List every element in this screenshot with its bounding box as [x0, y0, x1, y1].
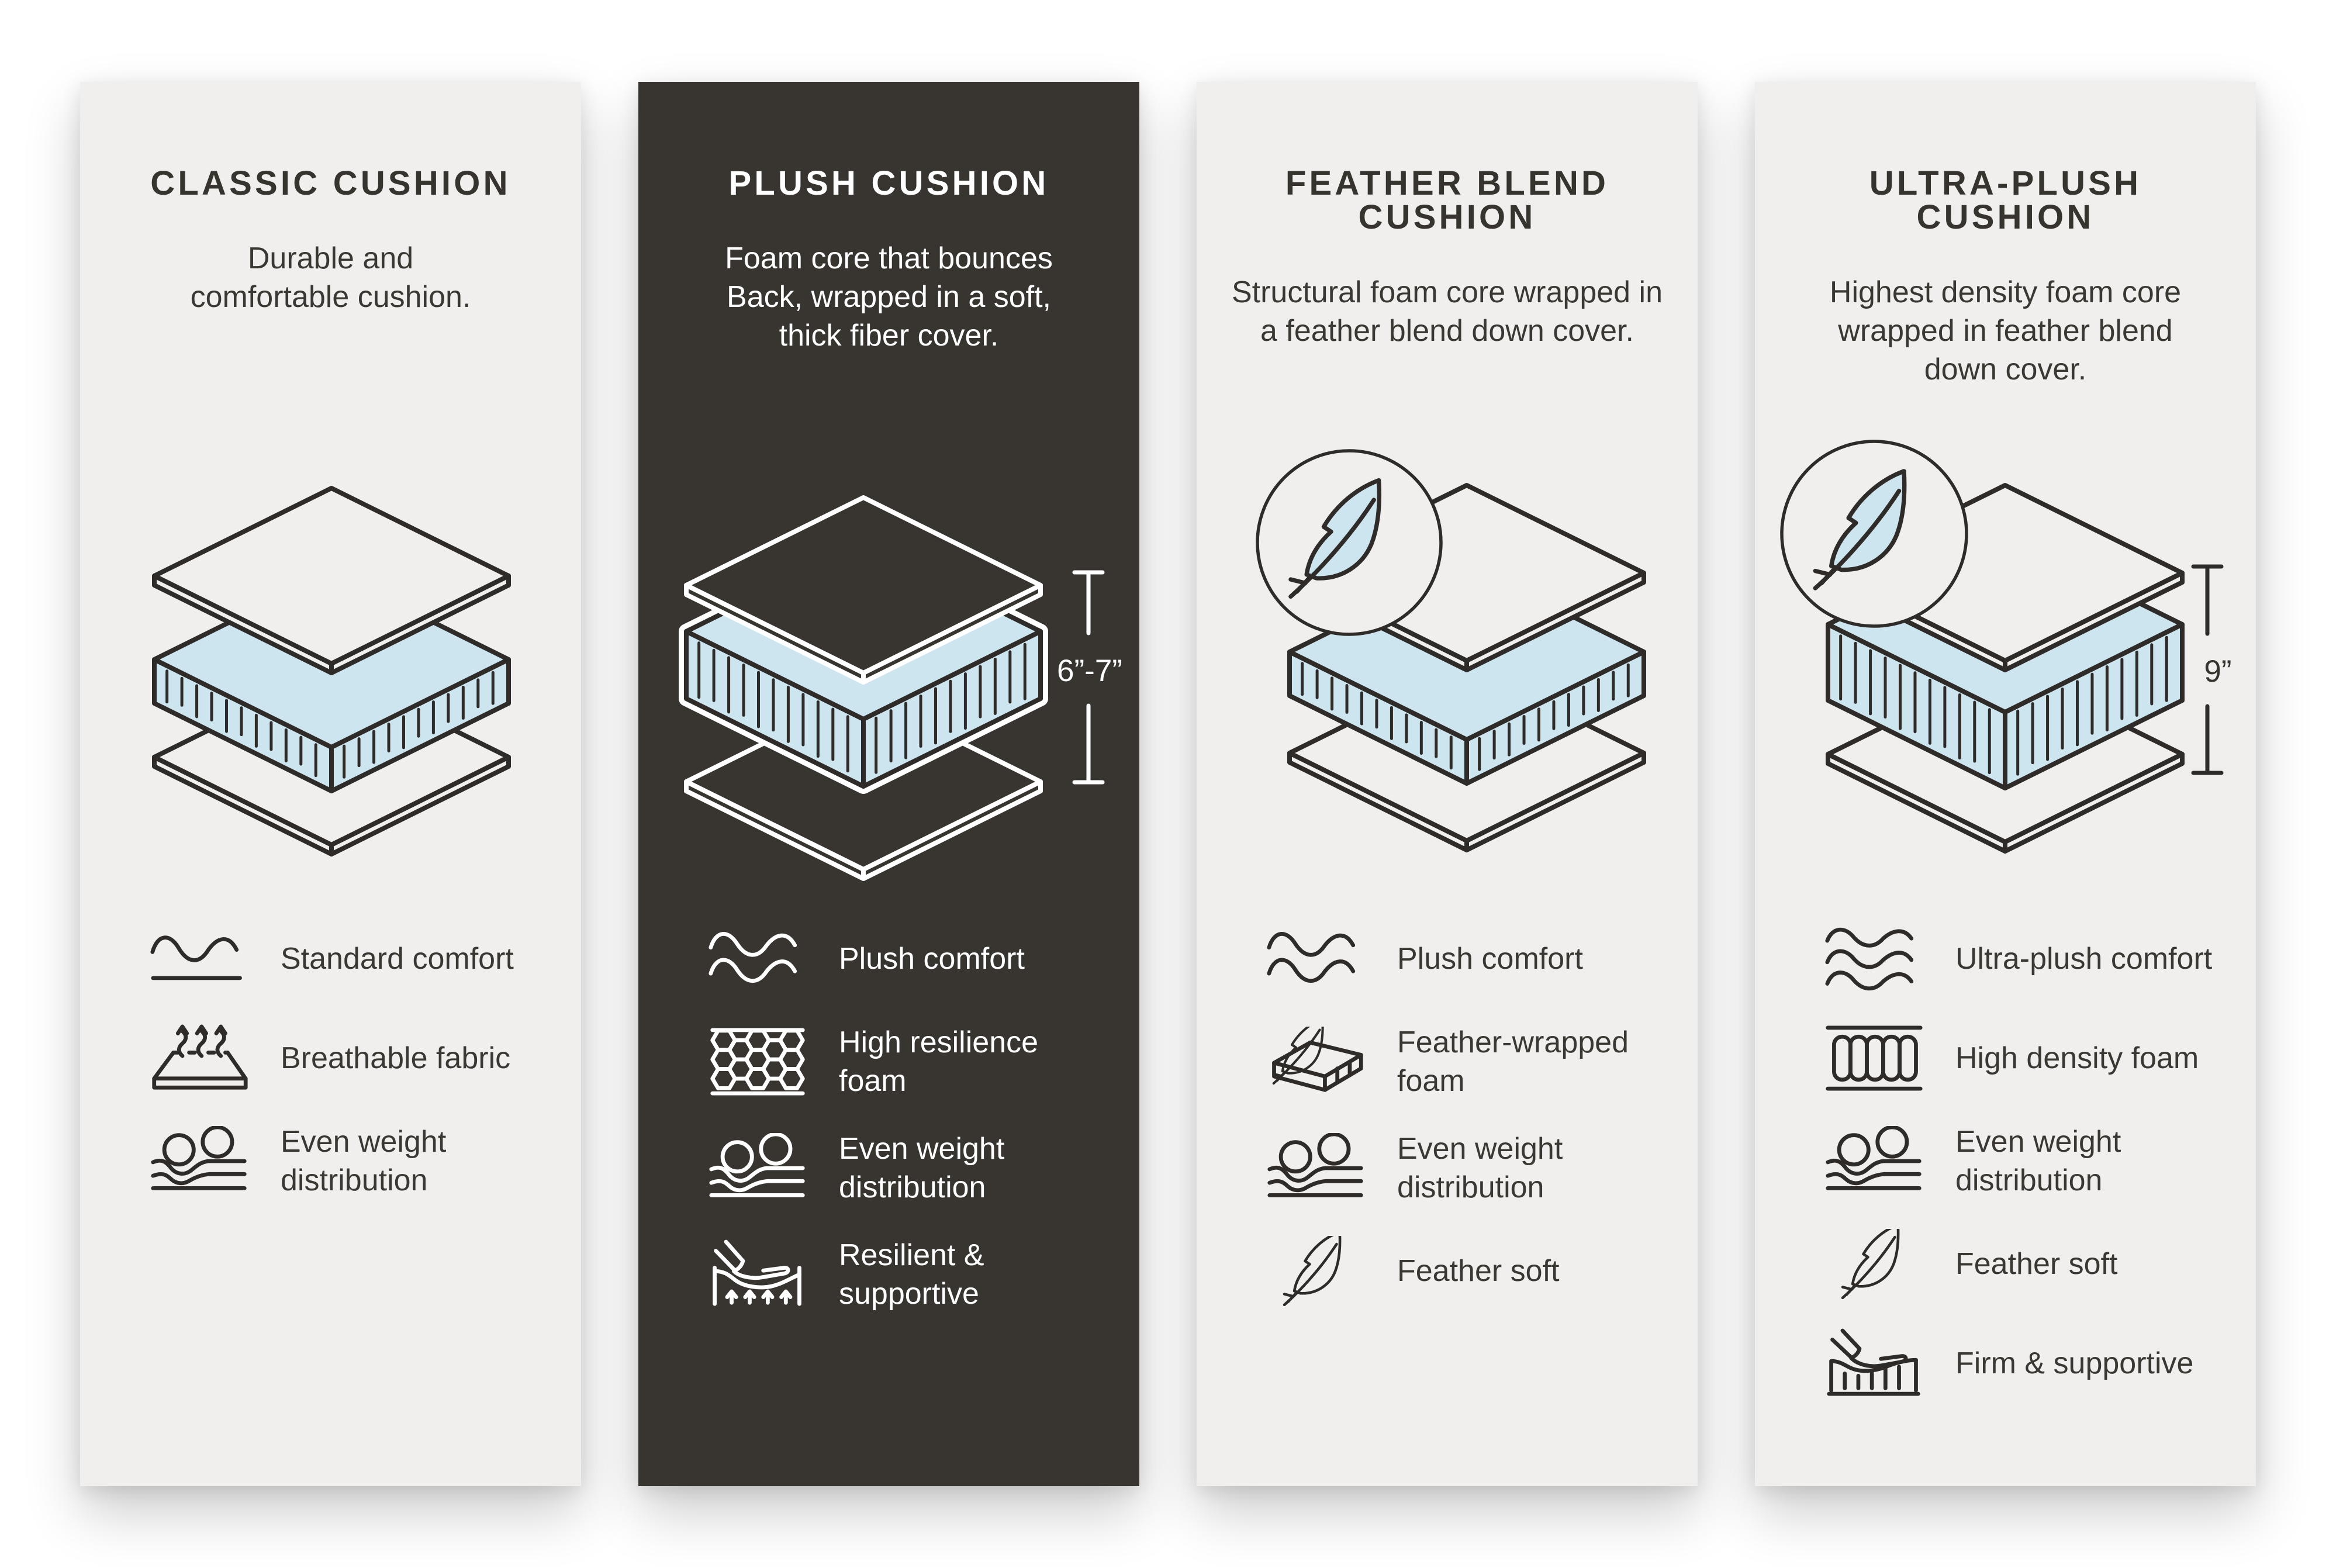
- feature-label: Ultra-plush comfort: [1955, 942, 2213, 976]
- feature-label: Feather-wrapped foam: [1397, 1025, 1629, 1098]
- card-plush-cushion: PLUSH CUSHION Foam core that bounces Bac…: [638, 82, 1139, 1486]
- cushion-layers-illustration: [80, 421, 581, 889]
- feature-label: High resilience foam: [839, 1025, 1039, 1098]
- feature-row: High density foam: [1824, 1023, 2227, 1093]
- firm-support-icon: [1824, 1328, 1924, 1398]
- cushion-layers-illustration: 6”-7”: [638, 421, 1139, 889]
- feather-badge: [1256, 449, 1443, 636]
- feature-label: Even weight distribution: [1397, 1132, 1563, 1204]
- card-subtitle: Highest density foam core wrapped in fea…: [1829, 275, 2182, 386]
- feature-label: Feather soft: [1397, 1254, 1560, 1288]
- feature-label: Even weight distribution: [839, 1132, 1005, 1204]
- feature-list: Ultra-plush comfort High density foam Ev…: [1824, 924, 2227, 1428]
- capsule-foam-icon: [1824, 1023, 1924, 1093]
- recliner-support-icon: [708, 1239, 807, 1310]
- feature-row: Breathable fabric: [150, 1023, 552, 1093]
- feather-wrapped-foam-icon: [1266, 1027, 1366, 1097]
- card-ultra-plush-cushion: ULTRA-PLUSH CUSHION Highest density foam…: [1755, 82, 2256, 1486]
- feature-row: Feather-wrapped foam: [1266, 1023, 1668, 1100]
- feature-label: Feather soft: [1955, 1247, 2118, 1281]
- feature-row: Even weight distribution: [708, 1130, 1110, 1207]
- feature-row: Plush comfort: [708, 924, 1110, 994]
- feature-row: Even weight distribution: [1266, 1130, 1668, 1207]
- feature-label: Standard comfort: [281, 942, 514, 976]
- feature-label: Even weight distribution: [1955, 1125, 2121, 1197]
- even-weight-icon: [1824, 1126, 1924, 1196]
- feather-icon: [1824, 1229, 1924, 1299]
- feather-icon: [1266, 1236, 1366, 1306]
- card-subtitle: Foam core that bounces Back, wrapped in …: [725, 241, 1053, 353]
- card-subtitle: Durable and comfortable cushion.: [190, 241, 471, 314]
- feature-list: Plush comfort High resilience foam Even …: [708, 924, 1110, 1342]
- card-feather-blend-cushion: FEATHER BLEND CUSHION Structural foam co…: [1197, 82, 1698, 1486]
- feature-list: Plush comfort Feather-wrapped foam Even …: [1266, 924, 1668, 1335]
- card-classic-cushion: CLASSIC CUSHION Durable and comfortable …: [80, 82, 581, 1486]
- honeycomb-foam-icon: [708, 1027, 807, 1097]
- feature-label: Plush comfort: [1397, 942, 1583, 976]
- even-weight-icon: [708, 1133, 807, 1203]
- feature-row: Ultra-plush comfort: [1824, 924, 2227, 994]
- wave-double-icon: [1266, 924, 1366, 994]
- height-dimension-marker: [1072, 570, 1105, 785]
- height-dimension-label: 9”: [2204, 654, 2231, 689]
- feature-label: Plush comfort: [839, 942, 1025, 976]
- card-title: FEATHER BLEND CUSHION: [1285, 164, 1609, 236]
- cushion-layers-illustration: [1197, 421, 1698, 889]
- feature-label: Even weight distribution: [281, 1125, 447, 1197]
- wave-double-icon: [708, 924, 807, 994]
- wave-single-icon: [150, 924, 249, 994]
- feature-row: Feather soft: [1266, 1236, 1668, 1306]
- even-weight-icon: [1266, 1133, 1366, 1203]
- feature-label: High density foam: [1955, 1041, 2199, 1075]
- feather-badge: [1780, 440, 1968, 628]
- feature-list: Standard comfort Breathable fabric Even …: [150, 924, 552, 1229]
- feature-row: Plush comfort: [1266, 924, 1668, 994]
- height-dimension-label: 6”-7”: [1057, 654, 1122, 688]
- height-dimension-marker: [2191, 564, 2224, 775]
- feature-row: Even weight distribution: [1824, 1123, 2227, 1200]
- feature-row: Even weight distribution: [150, 1123, 552, 1200]
- card-title: CLASSIC CUSHION: [150, 164, 511, 202]
- feature-label: Breathable fabric: [281, 1041, 511, 1075]
- breathable-fabric-icon: [150, 1023, 249, 1093]
- feature-row: Resilient & supportive: [708, 1236, 1110, 1313]
- feature-label: Firm & supportive: [1955, 1346, 2194, 1380]
- feature-row: Firm & supportive: [1824, 1328, 2227, 1398]
- feature-row: Feather soft: [1824, 1229, 2227, 1299]
- cushion-layers-illustration: 9”: [1755, 421, 2256, 889]
- feature-row: High resilience foam: [708, 1023, 1110, 1100]
- card-title: ULTRA-PLUSH CUSHION: [1869, 164, 2142, 236]
- even-weight-icon: [150, 1126, 249, 1196]
- feature-label: Resilient & supportive: [839, 1238, 984, 1311]
- wave-triple-icon: [1824, 924, 1924, 994]
- card-subtitle: Structural foam core wrapped in a feathe…: [1231, 275, 1663, 348]
- feature-row: Standard comfort: [150, 924, 552, 994]
- card-title: PLUSH CUSHION: [728, 164, 1049, 202]
